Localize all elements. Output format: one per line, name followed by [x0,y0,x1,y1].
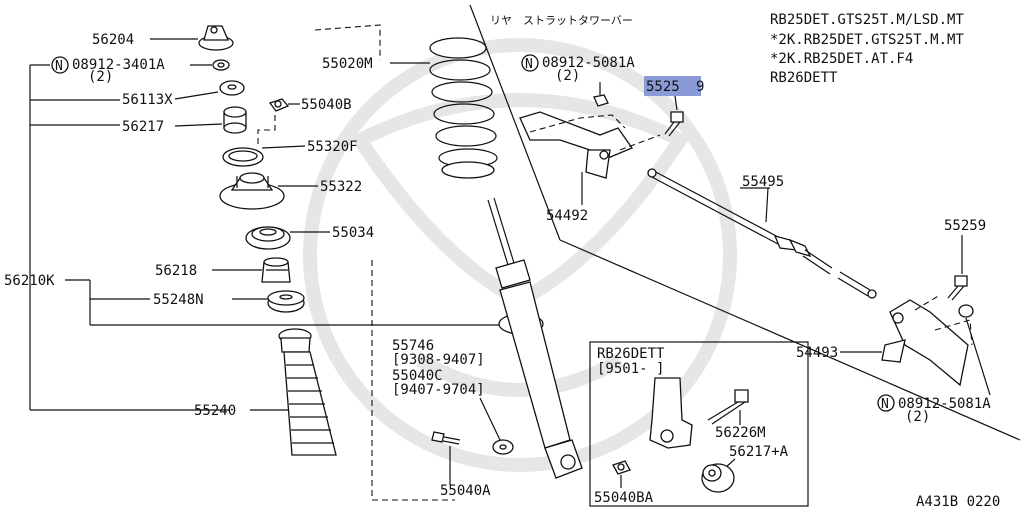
circled-n-icon: N [521,54,539,72]
circled-n-icon: N [51,56,69,74]
part-55322-mount [219,172,285,210]
model-note-4: RB26DETT [770,70,838,86]
label-55240: 55240 [194,403,236,419]
label-55259-highlight: 5525 [646,79,680,95]
inset-range: [9501- ] [597,361,664,377]
part-55495-tower-bar [647,168,877,299]
label-55040b: 55040B [301,97,352,113]
part-55040a-bolt [431,431,461,445]
label-55259: 55259 [944,218,986,234]
part-nut-5081a-top [593,94,609,107]
inset-title: RB26DETT [597,346,665,362]
label-56217a: 56217+A [729,444,789,460]
model-note-3: *2K.RB25DET.AT.F4 [770,51,913,67]
label-56226m: 56226M [715,425,766,441]
label-08912-3401a: 08912-3401A [72,57,165,73]
label-55259-highlight-tail: 9 [696,79,704,95]
label-56217: 56217 [122,119,164,135]
part-55259-bolt-top [664,111,684,137]
part-55020m-coil-spring [429,37,498,179]
label-54492: 54492 [546,208,588,224]
part-55034-bearing [245,226,291,250]
label-55322: 55322 [320,179,362,195]
part-55240-dust-boot [278,328,337,456]
part-56226m-bolt [707,389,749,425]
part-56217a-bushing [701,463,735,493]
label-55320f: 55320F [307,139,358,155]
divider-line [469,4,561,241]
label-55034: 55034 [332,225,374,241]
part-55320f-seat [222,147,264,167]
label-55746-range: [9308-9407] [392,352,485,368]
assembly-bracket [29,64,500,411]
label-55040c: 55040C [392,368,443,384]
label-55495: 55495 [742,174,784,190]
svg-text:N: N [55,59,63,74]
label-55040ba: 55040BA [594,490,654,506]
part-55259-bolt-right [947,275,968,301]
header-rear-strut-tower-bar: リヤ ストラットタワーバー [490,14,633,27]
part-56218-bump-stop [261,257,291,283]
svg-text:N: N [881,397,889,412]
inset-box-rb26dett [589,341,809,507]
label-56204: 56204 [92,32,134,48]
label-55020m: 55020M [322,56,373,72]
divider-line-lower [559,239,1021,441]
label-55040a: 55040A [440,483,491,499]
label-08912-3401a-qty: (2) [88,69,113,85]
highlight-box [644,76,701,96]
label-55746: 55746 [392,338,434,354]
label-08912-5081a-bottom-qty: (2) [905,409,930,425]
label-56113x: 56113X [122,92,173,108]
model-note-2: *2K.RB25DET.GTS25T.M.MT [770,32,964,48]
part-55746-shock-absorber [487,197,583,479]
label-54493: 54493 [796,345,838,361]
label-55248n: 55248N [153,292,204,308]
circled-n-icon: N [877,394,895,412]
model-note-1: RB25DET.GTS25T.M/LSD.MT [770,12,964,28]
figure-id: A431B 0220 [916,494,1000,510]
part-54492-bracket [519,111,633,179]
label-08912-5081a-top: 08912-5081A [542,55,635,71]
part-nut-3401a [212,59,230,71]
label-56210k: 56210K [4,273,55,289]
part-56204-mount [198,25,234,51]
part-54493-bracket [881,299,969,387]
part-55040c-washer [492,439,514,455]
part-56217-bushing [223,106,247,134]
label-08912-5081a-top-qty: (2) [555,68,580,84]
part-56113x-washer [219,80,245,96]
svg-text:N: N [525,57,533,72]
part-nut-5081a-bottom [958,304,974,318]
label-08912-5081a-bottom: 08912-5081A [898,396,991,412]
label-56218: 56218 [155,263,197,279]
part-inset-shock-eye [649,377,693,449]
part-55040b-nut [268,98,290,112]
part-55248n-seat [267,290,305,313]
label-55040c-range: [9407-9704] [392,382,485,398]
part-55040ba-nut [612,460,631,475]
watermark-emblem [303,38,737,472]
